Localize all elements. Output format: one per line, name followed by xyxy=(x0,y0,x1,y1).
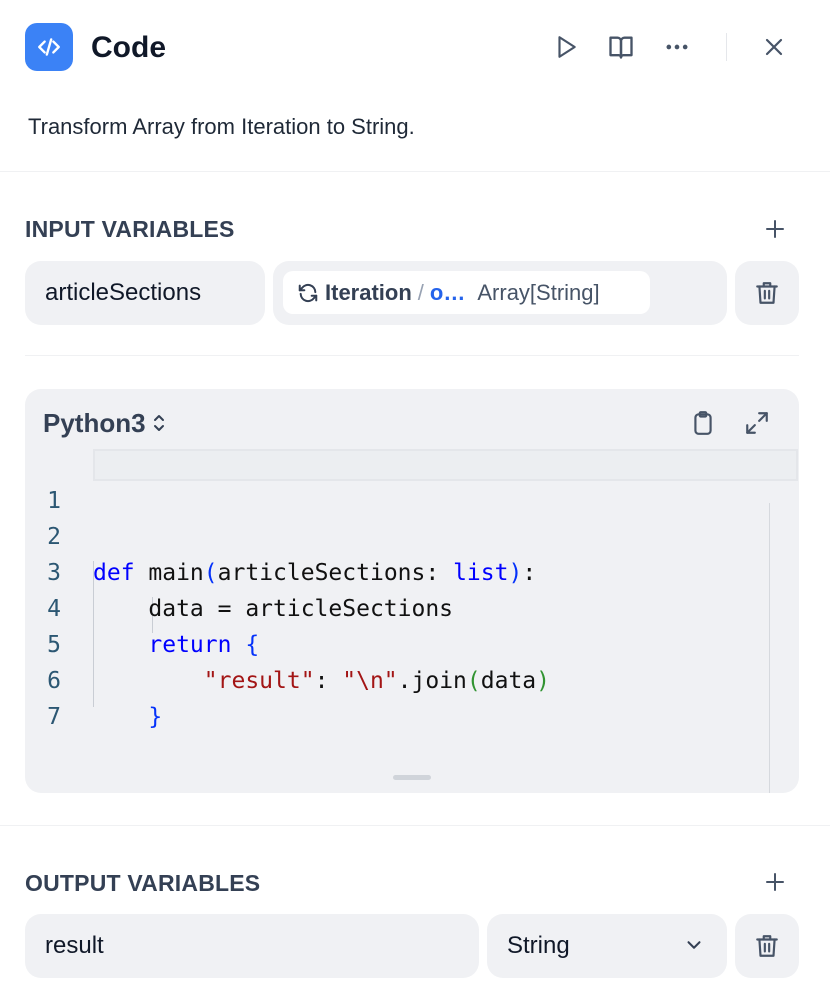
code-line: 3 data = articleSections xyxy=(25,519,799,622)
chevron-updown-icon xyxy=(153,415,164,431)
output-variable-type-select[interactable]: String xyxy=(487,914,727,978)
language-label: Python3 xyxy=(43,408,146,438)
type-hint: list xyxy=(453,560,509,586)
brace: } xyxy=(148,704,163,730)
output-variable-type: String xyxy=(507,932,570,959)
editor-resize-handle[interactable] xyxy=(393,775,431,780)
indent-guide xyxy=(152,597,153,633)
plus-icon xyxy=(766,220,784,238)
paren: ( xyxy=(203,560,218,586)
line-number: 6 xyxy=(47,668,61,694)
code-icon xyxy=(25,23,73,71)
code-line: 5 "result": "\n".join(data) xyxy=(25,591,799,694)
editor-scroll-ruler xyxy=(769,503,770,793)
code-text: return { xyxy=(93,627,259,663)
chevron-down-icon xyxy=(687,941,701,949)
line-number: 3 xyxy=(47,560,61,586)
line-number: 5 xyxy=(47,632,61,658)
run-play-icon xyxy=(558,36,576,58)
code-editor-panel: Python3 1 2 def main(articleSections: li… xyxy=(25,389,799,793)
loop-icon xyxy=(298,283,318,302)
paren: ) xyxy=(536,668,551,694)
docs-book-icon xyxy=(609,36,633,59)
code-text: def main(articleSections: list): xyxy=(93,555,536,591)
copy-code-button[interactable] xyxy=(685,405,721,441)
active-line-highlight xyxy=(93,449,798,481)
trash-icon xyxy=(756,282,778,304)
more-button[interactable] xyxy=(659,29,695,65)
code-text: "result": "\n".join(data) xyxy=(93,663,550,699)
line-number: 1 xyxy=(47,488,61,514)
keyword: def xyxy=(93,560,135,586)
header-separator xyxy=(726,33,727,61)
code-line: 1 xyxy=(25,447,799,514)
input-variable-name: articleSections xyxy=(45,279,202,306)
divider xyxy=(25,355,799,356)
trash-icon xyxy=(756,935,778,957)
source-variable-name: o… xyxy=(429,279,466,305)
code-editor[interactable]: 1 2 def main(articleSections: list): 3 d… xyxy=(25,445,799,793)
docs-button[interactable] xyxy=(603,29,639,65)
brace: { xyxy=(245,632,260,658)
divider xyxy=(0,171,830,172)
output-variable-name: result xyxy=(45,932,104,959)
method-call: .join xyxy=(397,668,467,694)
line-number: 7 xyxy=(47,704,61,730)
paren: ( xyxy=(466,668,481,694)
node-description[interactable]: Transform Array from Iteration to String… xyxy=(28,114,415,139)
add-output-variable-button[interactable] xyxy=(757,864,793,900)
code-line: 2 def main(articleSections: list): xyxy=(25,483,799,586)
variable-reference-chip[interactable]: Iteration / o… Array[String] xyxy=(283,271,650,314)
output-variables-title: OUTPUT VARIABLES xyxy=(25,870,261,896)
paren: ) xyxy=(508,560,523,586)
code-text: data = articleSections xyxy=(93,596,454,622)
source-variable-type: Array[String] xyxy=(477,279,600,305)
colon: : xyxy=(522,560,537,586)
panel-header: Code xyxy=(0,0,830,96)
indent-guide xyxy=(93,561,94,707)
clipboard-icon xyxy=(694,411,712,435)
string-literal: "\n" xyxy=(342,668,398,694)
run-button[interactable] xyxy=(548,29,584,65)
parameter: articleSections: xyxy=(217,560,454,586)
language-selector[interactable]: Python3 xyxy=(43,407,168,439)
divider xyxy=(0,825,830,826)
more-dots-icon xyxy=(666,44,688,50)
code-text: } xyxy=(93,699,162,735)
add-input-variable-button[interactable] xyxy=(757,211,793,247)
source-node-name: Iteration xyxy=(325,279,412,305)
input-variable-name-field[interactable]: articleSections xyxy=(25,261,265,325)
close-button[interactable] xyxy=(756,29,792,65)
close-icon xyxy=(765,38,783,56)
argument: data xyxy=(480,668,537,694)
colon: : xyxy=(314,668,343,694)
input-variables-title: INPUT VARIABLES xyxy=(25,216,235,242)
string-key: "result" xyxy=(203,668,315,694)
function-name: main xyxy=(134,560,204,586)
panel-title: Code xyxy=(91,31,166,64)
line-number: 2 xyxy=(47,524,61,550)
plus-icon xyxy=(766,873,784,891)
delete-input-variable-button[interactable] xyxy=(735,261,799,325)
path-separator: / xyxy=(417,279,424,305)
code-line: 7 xyxy=(25,663,799,730)
output-variable-name-field[interactable]: result xyxy=(25,914,479,978)
delete-output-variable-button[interactable] xyxy=(735,914,799,978)
line-number: 4 xyxy=(47,596,61,622)
keyword: return xyxy=(148,632,232,658)
expand-editor-button[interactable] xyxy=(739,405,775,441)
code-line: 4 return { xyxy=(25,555,799,658)
code-line: 6 } xyxy=(25,627,799,730)
expand-icon xyxy=(746,412,768,434)
